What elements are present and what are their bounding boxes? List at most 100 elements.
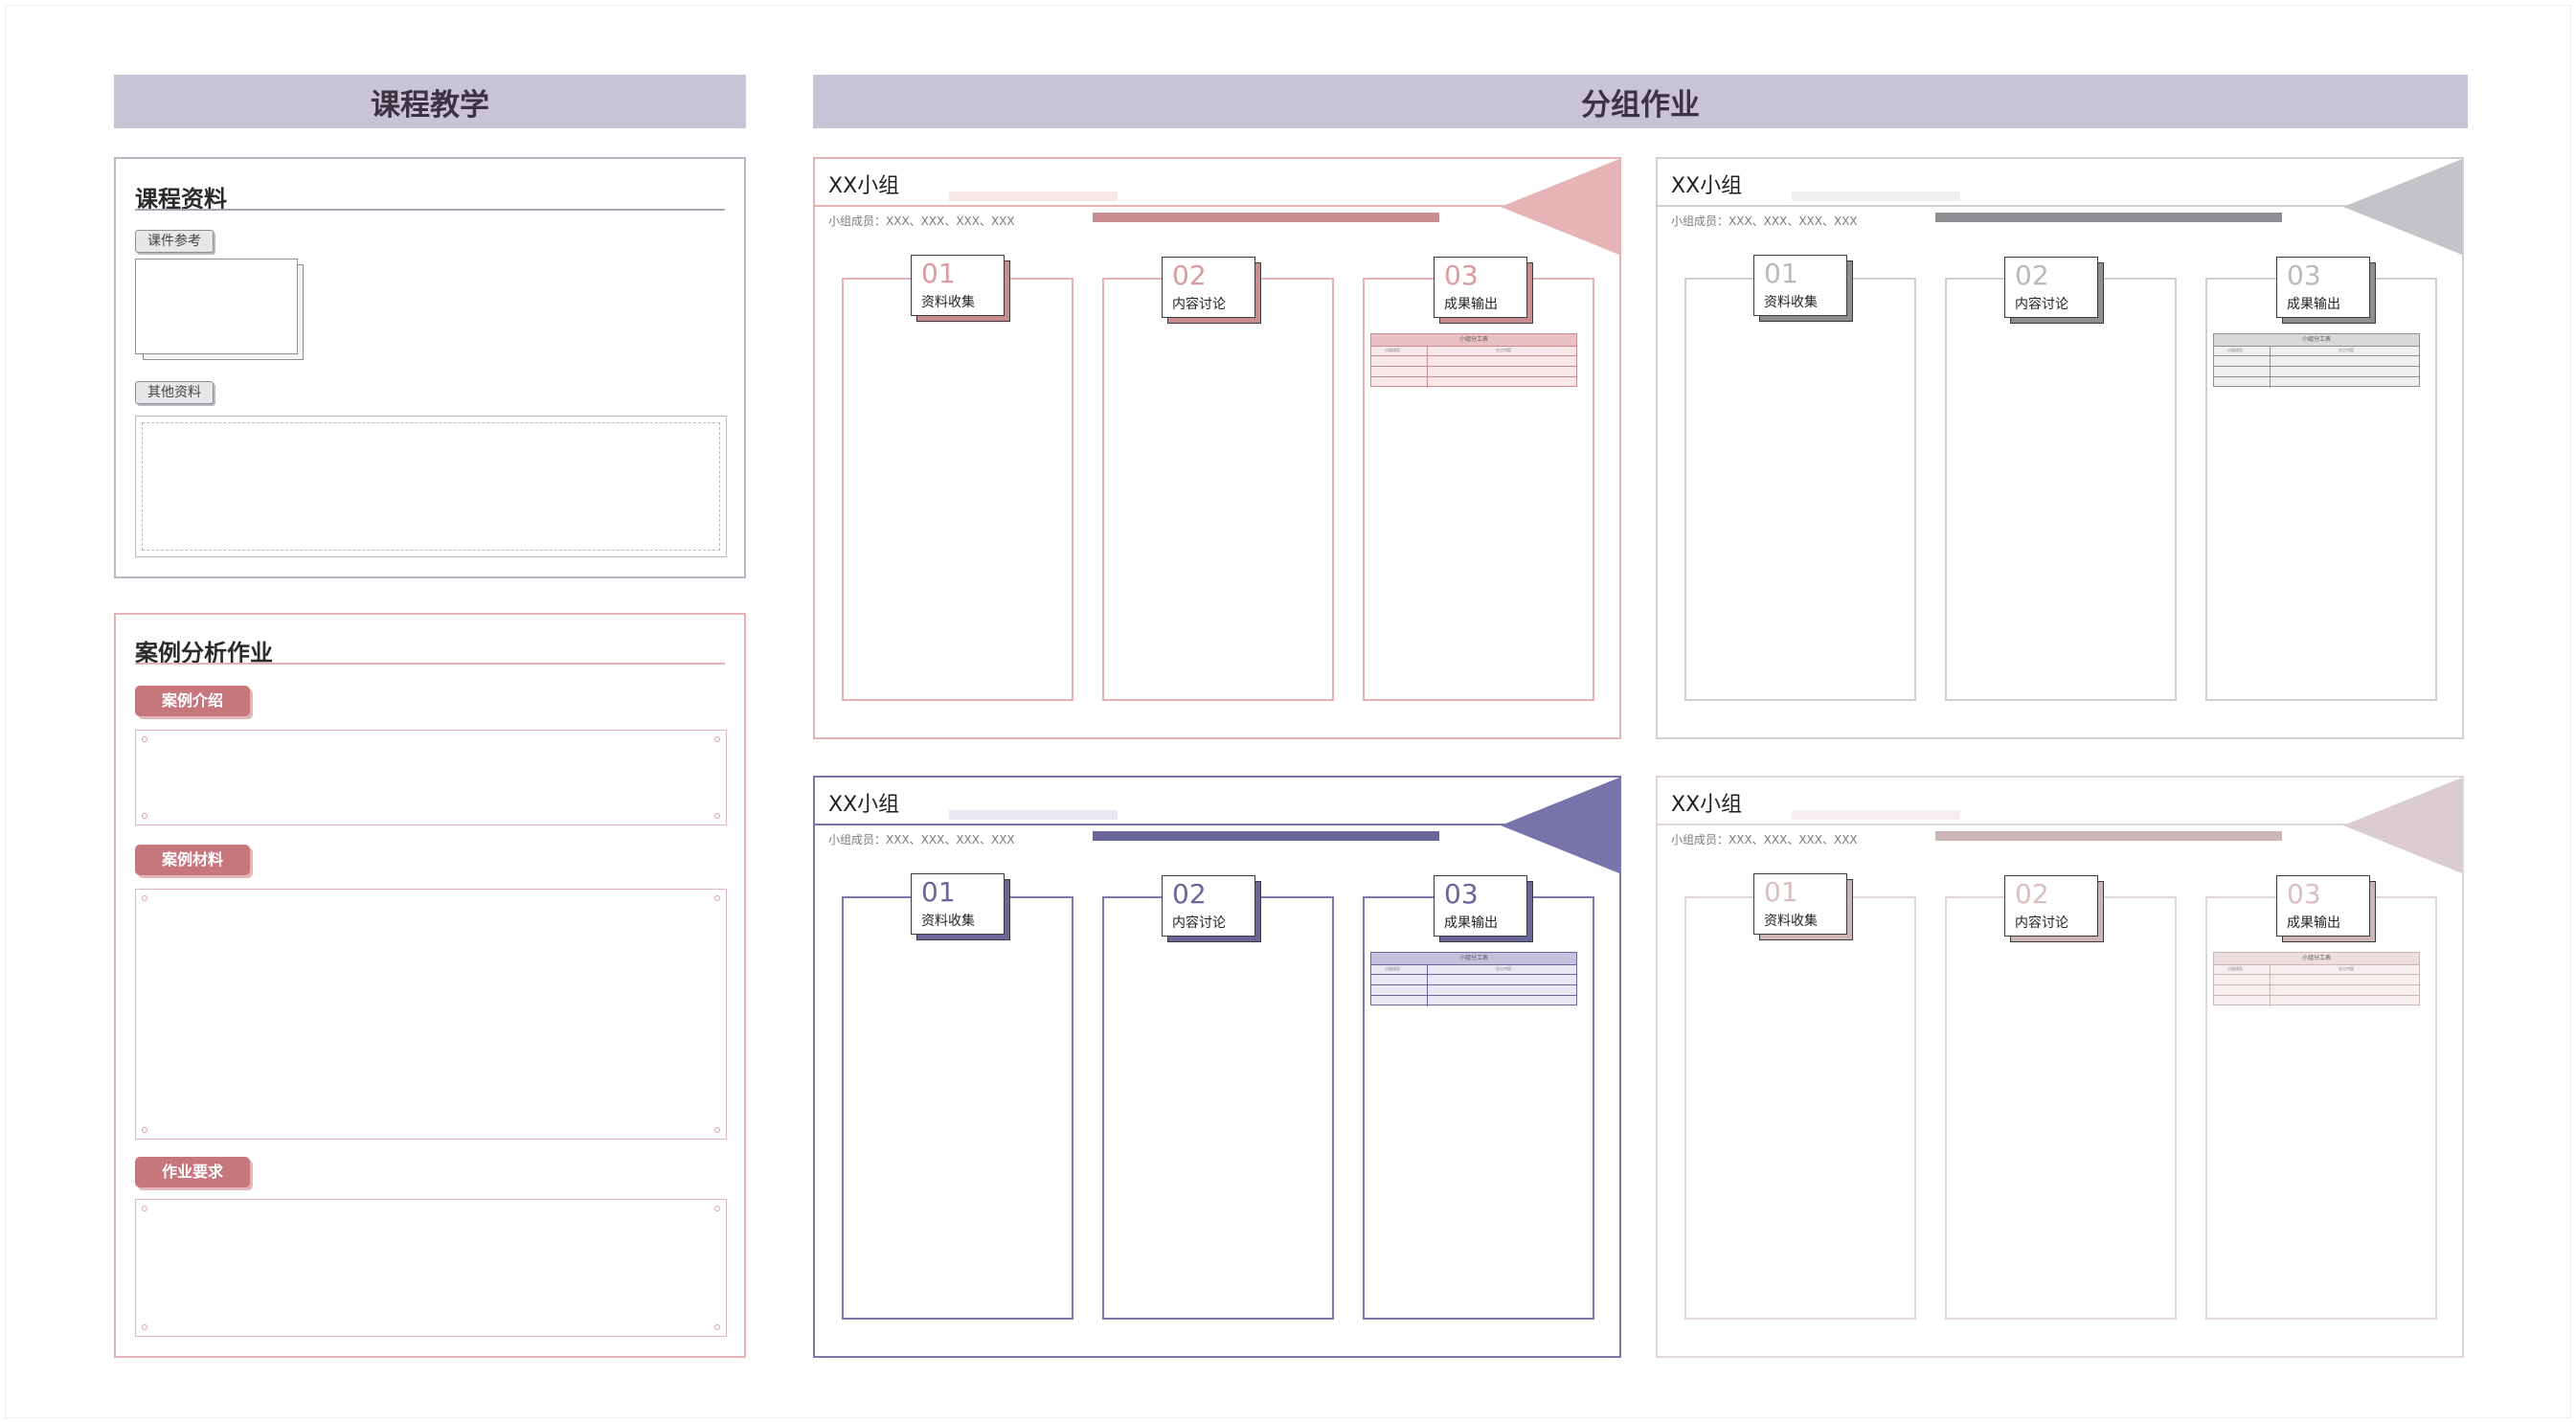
title-decor-bar bbox=[949, 810, 1118, 820]
table-row-line bbox=[1371, 366, 1576, 367]
tag-case-intro[interactable]: 案例介绍 bbox=[135, 686, 251, 716]
case-intro-area[interactable] bbox=[135, 730, 727, 825]
step-number: 01 bbox=[1764, 876, 1798, 908]
group-panel[interactable]: XX小组小组成员：XXX、XXX、XXX、XXX 01 资料收集 02 内容讨论… bbox=[813, 776, 1621, 1358]
tag-courseware[interactable]: 课件参考 bbox=[135, 230, 214, 253]
course-materials-panel[interactable]: 课程资料 课件参考 其他资料 bbox=[114, 157, 746, 578]
table-row-line bbox=[1371, 974, 1576, 975]
step-number: 01 bbox=[921, 876, 956, 908]
step-number: 03 bbox=[1444, 878, 1479, 910]
step-column[interactable] bbox=[1102, 278, 1334, 701]
division-table[interactable]: 小组分工表 小组成员 分工内容 bbox=[2213, 952, 2420, 1006]
table-row-line bbox=[1371, 355, 1576, 356]
step-number: 03 bbox=[1444, 260, 1479, 291]
table-header: 小组分工表 bbox=[2214, 953, 2419, 964]
step-label: 资料收集 bbox=[921, 914, 975, 929]
corner-dot bbox=[714, 1127, 720, 1133]
table-col-separator bbox=[1427, 964, 1428, 1006]
table-row-line bbox=[2214, 346, 2419, 347]
corner-dot bbox=[714, 1324, 720, 1330]
division-table[interactable]: 小组分工表 小组成员 分工内容 bbox=[1370, 333, 1577, 388]
requirements-area[interactable] bbox=[135, 1199, 727, 1337]
tag-case-materials[interactable]: 案例材料 bbox=[135, 845, 251, 875]
step-column[interactable] bbox=[842, 896, 1073, 1320]
group-accent-bar bbox=[1935, 831, 2282, 841]
tag-other-materials[interactable]: 其他资料 bbox=[135, 381, 214, 404]
courseware-placeholder[interactable] bbox=[135, 259, 298, 354]
table-row-line bbox=[2214, 964, 2419, 965]
table-col-tasks: 分工内容 bbox=[2339, 348, 2354, 352]
division-table[interactable]: 小组分工表 小组成员 分工内容 bbox=[1370, 952, 1577, 1006]
banner-course-teaching: 课程教学 bbox=[114, 75, 746, 128]
step-column[interactable] bbox=[842, 278, 1073, 701]
group-panel[interactable]: XX小组小组成员：XXX、XXX、XXX、XXX 01 资料收集 02 内容讨论… bbox=[1656, 157, 2464, 739]
step-number: 01 bbox=[921, 258, 956, 289]
step-column[interactable] bbox=[1684, 896, 1916, 1320]
table-row-line bbox=[2214, 366, 2419, 367]
case-materials-area[interactable] bbox=[135, 889, 727, 1140]
tag-requirements[interactable]: 作业要求 bbox=[135, 1157, 251, 1187]
group-panel[interactable]: XX小组小组成员：XXX、XXX、XXX、XXX 01 资料收集 02 内容讨论… bbox=[813, 157, 1621, 739]
group-header-rule bbox=[815, 205, 1504, 207]
step-card[interactable]: 01 资料收集 bbox=[911, 873, 1005, 935]
table-col-tasks: 分工内容 bbox=[1496, 966, 1511, 971]
step-column[interactable] bbox=[1945, 278, 2177, 701]
whiteboard-canvas: 课程教学 分组作业 课程资料 课件参考 其他资料 案例分析作业 案例介绍 案例材… bbox=[5, 5, 2571, 1418]
step-card[interactable]: 01 资料收集 bbox=[1753, 873, 1847, 935]
step-card[interactable]: 02 内容讨论 bbox=[1162, 257, 1255, 318]
group-title[interactable]: XX小组 bbox=[828, 793, 900, 817]
case-analysis-panel[interactable]: 案例分析作业 案例介绍 案例材料 作业要求 bbox=[114, 613, 746, 1358]
table-row-line bbox=[2214, 974, 2419, 975]
step-column[interactable] bbox=[1684, 278, 1916, 701]
step-label: 成果输出 bbox=[1444, 297, 1498, 312]
panel-title: 案例分析作业 bbox=[135, 640, 273, 666]
corner-triangle bbox=[1501, 159, 1619, 255]
group-title[interactable]: XX小组 bbox=[1671, 174, 1743, 198]
step-card[interactable]: 01 资料收集 bbox=[1753, 255, 1847, 316]
table-col-members: 小组成员 bbox=[2227, 348, 2243, 352]
table-row-line bbox=[2214, 376, 2419, 377]
step-column[interactable] bbox=[1102, 896, 1334, 1320]
table-row-line bbox=[2214, 355, 2419, 356]
table-col-members: 小组成员 bbox=[2227, 966, 2243, 971]
step-number: 02 bbox=[2015, 260, 2049, 291]
group-members[interactable]: 小组成员：XXX、XXX、XXX、XXX bbox=[1671, 833, 1858, 847]
corner-dot bbox=[142, 1206, 147, 1211]
step-number: 02 bbox=[1172, 260, 1207, 291]
title-underline bbox=[135, 663, 725, 665]
group-header-rule bbox=[1658, 205, 2347, 207]
step-card[interactable]: 03 成果输出 bbox=[2276, 257, 2370, 318]
step-card[interactable]: 03 成果输出 bbox=[1434, 257, 1527, 318]
step-card[interactable]: 03 成果输出 bbox=[1434, 875, 1527, 937]
group-panel[interactable]: XX小组小组成员：XXX、XXX、XXX、XXX 01 资料收集 02 内容讨论… bbox=[1656, 776, 2464, 1358]
title-underline bbox=[135, 209, 725, 211]
table-header: 小组分工表 bbox=[1371, 953, 1576, 964]
group-header-rule bbox=[815, 824, 1504, 825]
step-column[interactable] bbox=[1945, 896, 2177, 1320]
group-accent-bar bbox=[1093, 213, 1439, 222]
step-card[interactable]: 02 内容讨论 bbox=[2004, 257, 2098, 318]
step-number: 03 bbox=[2287, 878, 2321, 910]
table-col-members: 小组成员 bbox=[1385, 966, 1400, 971]
step-card[interactable]: 03 成果输出 bbox=[2276, 875, 2370, 937]
corner-dot bbox=[714, 895, 720, 901]
step-card[interactable]: 02 内容讨论 bbox=[2004, 875, 2098, 937]
other-materials-area[interactable] bbox=[135, 416, 727, 557]
step-card[interactable]: 02 内容讨论 bbox=[1162, 875, 1255, 937]
group-title[interactable]: XX小组 bbox=[1671, 793, 1743, 817]
group-title[interactable]: XX小组 bbox=[828, 174, 900, 198]
title-decor-bar bbox=[1792, 192, 1960, 201]
step-label: 资料收集 bbox=[921, 295, 975, 310]
step-label: 资料收集 bbox=[1764, 295, 1818, 310]
division-table[interactable]: 小组分工表 小组成员 分工内容 bbox=[2213, 333, 2420, 388]
table-col-separator bbox=[1427, 346, 1428, 388]
panel-title: 课程资料 bbox=[135, 186, 227, 213]
table-row-line bbox=[1371, 984, 1576, 985]
group-members[interactable]: 小组成员：XXX、XXX、XXX、XXX bbox=[828, 833, 1015, 847]
table-row-line bbox=[1371, 964, 1576, 965]
corner-triangle bbox=[2343, 778, 2462, 873]
group-members[interactable]: 小组成员：XXX、XXX、XXX、XXX bbox=[1671, 215, 1858, 228]
group-members[interactable]: 小组成员：XXX、XXX、XXX、XXX bbox=[828, 215, 1015, 228]
corner-dot bbox=[714, 1206, 720, 1211]
step-card[interactable]: 01 资料收集 bbox=[911, 255, 1005, 316]
